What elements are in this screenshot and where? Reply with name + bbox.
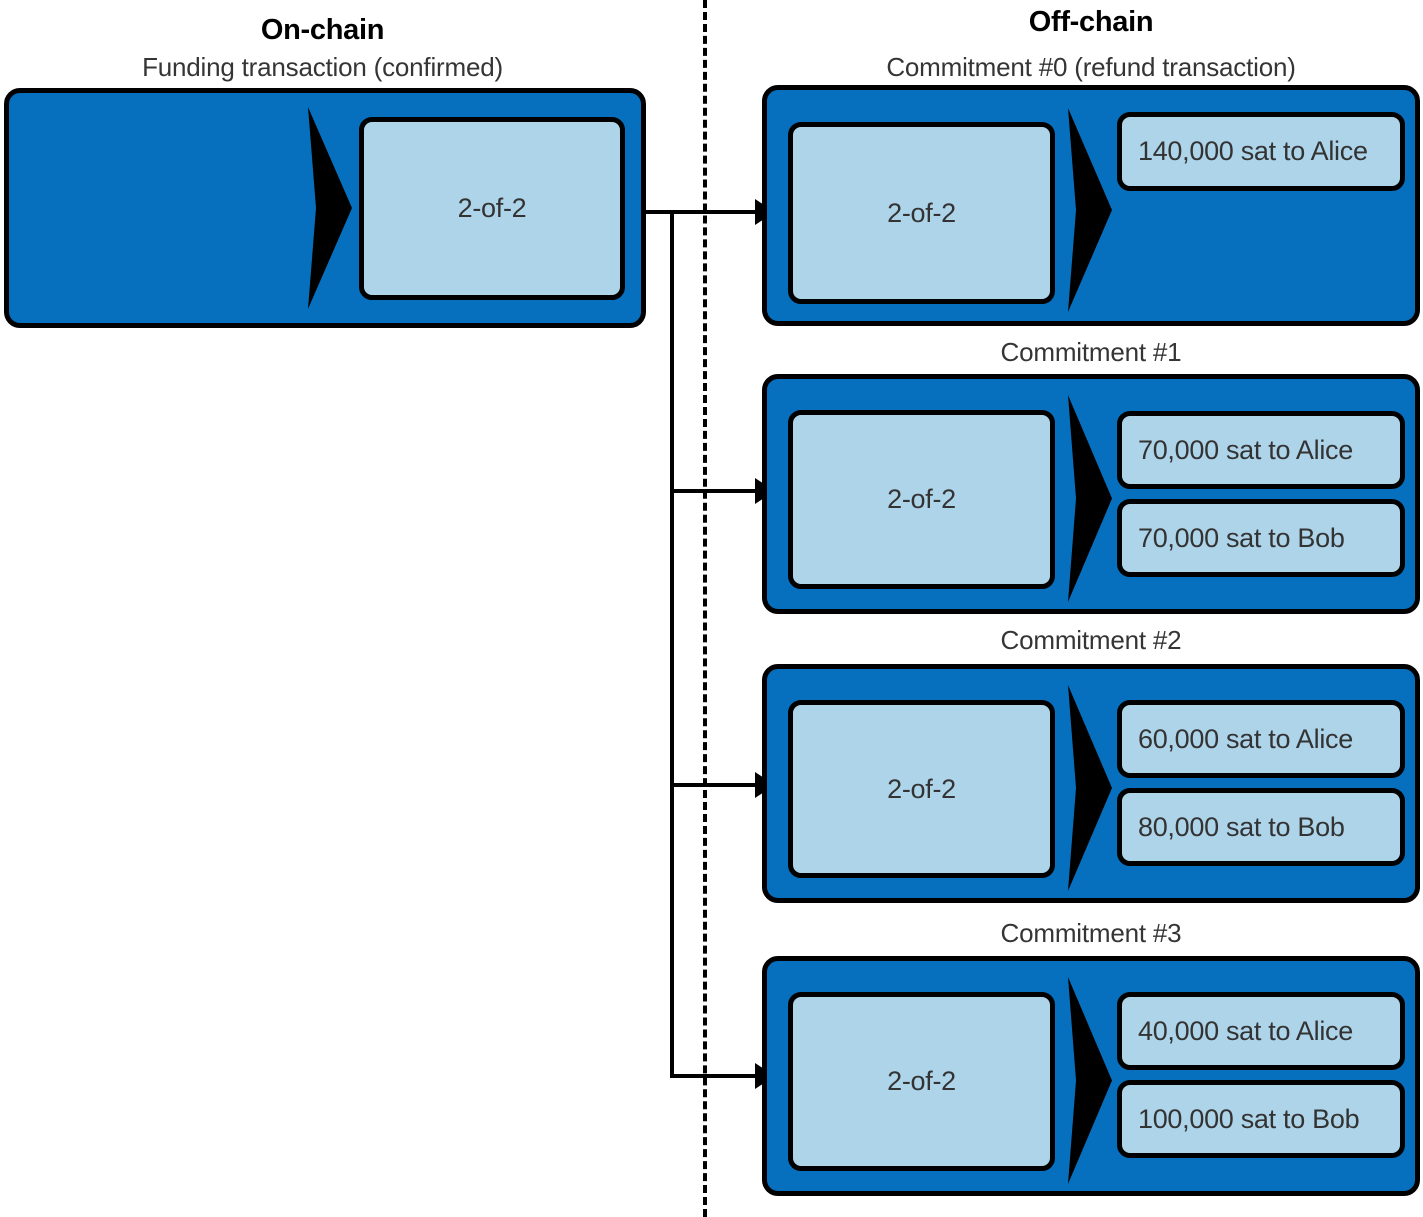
commitment-1-output-0: 70,000 sat to Alice	[1117, 411, 1405, 489]
commitment-0-box: 2-of-2 140,000 sat to Alice	[762, 85, 1420, 326]
commitment-2-output-1: 80,000 sat to Bob	[1117, 788, 1405, 866]
commitment-2-box: 2-of-2 60,000 sat to Alice 80,000 sat to…	[762, 664, 1420, 903]
commitment-3-output-0: 40,000 sat to Alice	[1117, 992, 1405, 1070]
connector-branch-2	[670, 783, 768, 787]
connector-trunk	[670, 210, 674, 1078]
connector-branch-3	[670, 1074, 768, 1078]
commitment-2-input-2of2: 2-of-2	[788, 700, 1055, 878]
connector-branch-1	[670, 489, 768, 493]
funding-separator-arrow-icon	[304, 107, 356, 309]
funding-output-2of2: 2-of-2	[359, 117, 625, 300]
commitment-3-separator-arrow-icon	[1064, 977, 1116, 1184]
commitment-1-caption: Commitment #1	[1000, 337, 1182, 367]
funding-transaction-caption: Funding transaction (confirmed)	[142, 52, 503, 82]
commitment-2-separator-arrow-icon	[1064, 685, 1116, 891]
connector-stub	[645, 210, 674, 214]
commitment-1-output-1: 70,000 sat to Bob	[1117, 499, 1405, 577]
commitment-1-box: 2-of-2 70,000 sat to Alice 70,000 sat to…	[762, 374, 1420, 614]
commitment-0-caption: Commitment #0 (refund transaction)	[886, 52, 1296, 82]
onchain-column-title: On-chain	[260, 14, 385, 46]
commitment-3-box: 2-of-2 40,000 sat to Alice 100,000 sat t…	[762, 956, 1420, 1196]
offchain-column-title: Off-chain	[1028, 6, 1154, 38]
commitment-0-separator-arrow-icon	[1064, 108, 1116, 312]
commitment-2-caption: Commitment #2	[1000, 625, 1182, 655]
commitment-0-output-0: 140,000 sat to Alice	[1117, 112, 1405, 191]
commitment-1-input-2of2: 2-of-2	[788, 410, 1055, 589]
funding-transaction-box: 2-of-2	[4, 88, 646, 328]
commitment-3-caption: Commitment #3	[1000, 918, 1182, 948]
commitment-2-output-0: 60,000 sat to Alice	[1117, 700, 1405, 778]
commitment-3-input-2of2: 2-of-2	[788, 992, 1055, 1171]
commitment-3-output-1: 100,000 sat to Bob	[1117, 1080, 1405, 1158]
onchain-offchain-divider	[703, 0, 707, 1217]
connector-branch-0	[670, 210, 768, 214]
commitment-0-input-2of2: 2-of-2	[788, 122, 1055, 304]
commitment-1-separator-arrow-icon	[1064, 395, 1116, 602]
